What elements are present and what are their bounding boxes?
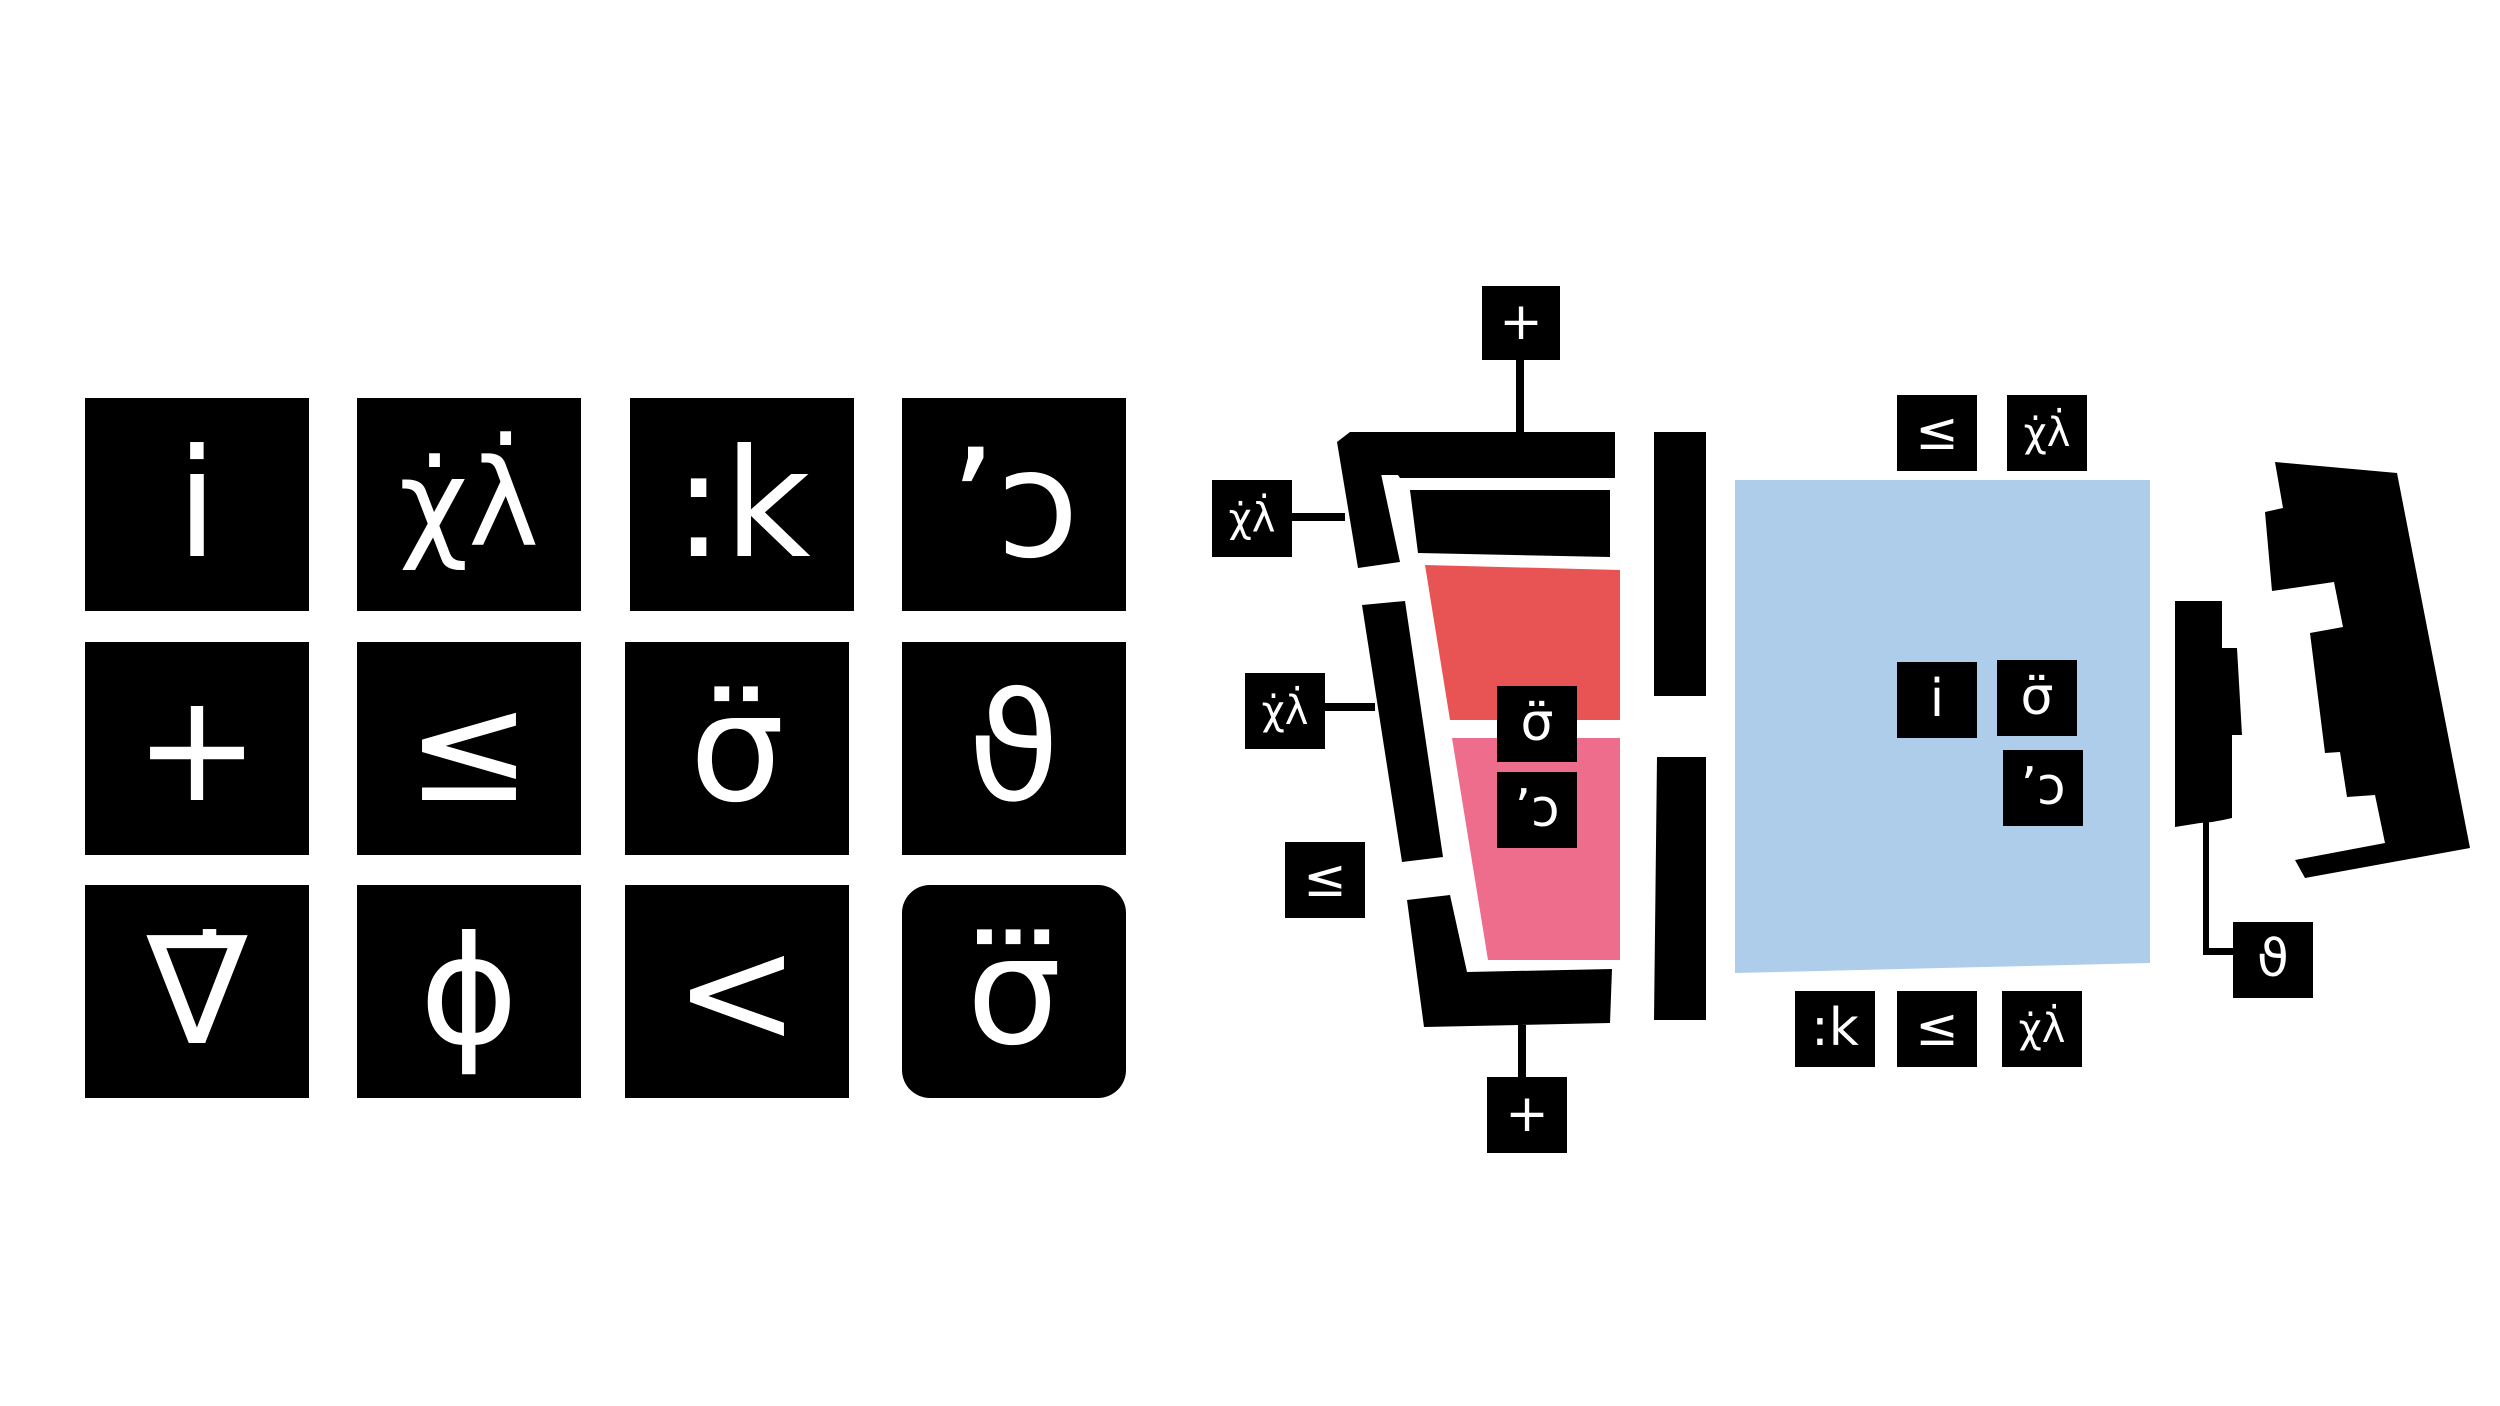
- legend-tile-i: i̇: [85, 398, 309, 611]
- marker-xl-left-lower-badge: [1245, 673, 1325, 749]
- marker-theta-right-glyph: ϑ: [2257, 929, 2289, 989]
- marker-sigma-hall: σ̈: [1997, 660, 2077, 736]
- marker-sigma-hall-glyph: σ̈: [2021, 667, 2054, 727]
- connector-theta: [2203, 822, 2209, 954]
- wall-pillar-top: [1654, 432, 1706, 696]
- legend-tile-sigma-bar: σ⃛: [902, 885, 1126, 1098]
- wall-top-main: [1350, 432, 1615, 478]
- wall-bottom-left: [1407, 895, 1612, 1027]
- marker-le-left-badge: [1285, 842, 1365, 918]
- legend-glyph-theta: ϑ: [967, 661, 1061, 836]
- marker-i-hall-glyph: i̇: [1930, 669, 1944, 729]
- wall-pillar-bottom: [1654, 757, 1706, 1020]
- marker-sigma-red: σ̈: [1497, 686, 1577, 762]
- legend-tile-hook: ʼɔ: [902, 398, 1126, 611]
- marker-k-bottom-glyph: :k: [1811, 998, 1859, 1058]
- marker-hook-pink-badge: [1497, 772, 1577, 848]
- marker-sigma-hall-badge: [1997, 660, 2077, 736]
- marker-i-hall-badge: [1897, 662, 1977, 738]
- legend-glyph-phi: ϕ: [419, 904, 519, 1079]
- connector-xl-lower: [1323, 703, 1375, 711]
- marker-plus-top: +: [1482, 286, 1560, 360]
- legend-glyph-sigma-bar: σ⃛: [966, 904, 1062, 1079]
- legend-glyph-i: i̇: [176, 417, 218, 592]
- legend-glyph-hook: ʼɔ: [948, 417, 1080, 592]
- marker-xl-bottom-badge: [2002, 991, 2082, 1067]
- marker-sigma-red-glyph: σ̈: [1521, 693, 1554, 753]
- marker-le-bottom-glyph: ≤: [1915, 998, 1959, 1058]
- legend-tile-sigma: σ̈: [625, 642, 849, 855]
- wall-right-outer: [2265, 462, 2470, 878]
- marker-xl-left-lower: χ̇λ̇: [1245, 673, 1325, 749]
- marker-hook-pink-glyph: ʼɔ: [1514, 779, 1559, 839]
- wall-bottom-stem: [1518, 1025, 1526, 1077]
- marker-i-hall: i̇: [1897, 662, 1977, 738]
- legend-glyph-k: :k: [673, 417, 811, 592]
- symbol-legend: i̇ χ̇λ̇ :k ʼɔ + ≤ σ̈ ϑ ∇̇ ϕ < σ⃛: [0, 0, 1200, 1406]
- legend-tile-lt: <: [625, 885, 849, 1098]
- marker-xl-left-upper: χ̇λ̇: [1212, 480, 1292, 557]
- marker-xl-bottom-glyph: χ̇λ̇: [2019, 1003, 2066, 1052]
- marker-le-bottom-badge: [1897, 991, 1977, 1067]
- legend-glyph-plus: +: [134, 661, 260, 836]
- marker-plus-top-glyph: +: [1499, 292, 1543, 352]
- marker-k-bottom-badge: [1795, 991, 1875, 1067]
- wall-top-left-corner: [1337, 432, 1400, 568]
- marker-sigma-red-badge: [1497, 686, 1577, 762]
- marker-hook-hall-glyph: ʼɔ: [2020, 757, 2065, 817]
- walls-left-building: [1290, 360, 1706, 1077]
- connector-xl-upper: [1290, 513, 1345, 521]
- pink-room: [1452, 738, 1620, 960]
- marker-theta-right-badge: [2233, 922, 2313, 998]
- marker-xl-left-upper-badge: [1212, 480, 1292, 557]
- marker-plus-bottom: +: [1487, 1077, 1567, 1153]
- plan-markers: + χ̇λ̇ χ̇λ̇ ≤ σ̈ ʼɔ + ≤ χ̇λ̇ i̇ σ̈ ʼɔ :k ≤ χ̇λ̇ ϑ: [1212, 286, 2313, 1153]
- marker-k-bottom: :k: [1795, 991, 1875, 1067]
- connector-theta-foot: [2203, 948, 2233, 955]
- legend-glyph-sigma: σ̈: [689, 661, 785, 836]
- marker-theta-right: ϑ: [2233, 922, 2313, 998]
- marker-xl-bottom: χ̇λ̇: [2002, 991, 2082, 1067]
- marker-plus-bottom-glyph: +: [1505, 1084, 1549, 1144]
- marker-le-top: ≤: [1897, 395, 1977, 471]
- walls-right-building: [2175, 462, 2470, 955]
- legend-tile-plus: +: [85, 642, 309, 855]
- wall-top-inner: [1410, 490, 1610, 557]
- marker-xl-left-lower-glyph: χ̇λ̇: [1262, 685, 1309, 734]
- legend-glyph-le: ≤: [406, 661, 532, 836]
- marker-hook-hall: ʼɔ: [2003, 750, 2083, 826]
- marker-plus-bottom-badge: [1487, 1077, 1567, 1153]
- marker-le-left: ≤: [1285, 842, 1365, 918]
- wall-right-inner: [2175, 601, 2242, 827]
- wall-left-middle: [1362, 601, 1443, 862]
- marker-xl-left-upper-glyph: χ̇λ̇: [1229, 492, 1276, 541]
- marker-plus-top-badge: [1482, 286, 1560, 360]
- legend-tile-theta: ϑ: [902, 642, 1126, 855]
- legend-tile-le: ≤: [357, 642, 581, 855]
- marker-xl-top-glyph: χ̇λ̇: [2024, 407, 2071, 456]
- marker-xl-top: χ̇λ̇: [2007, 395, 2087, 471]
- legend-tile-xl: χ̇λ̇: [357, 398, 581, 611]
- legend-glyph-lt: <: [674, 904, 800, 1079]
- wall-top-stem: [1516, 360, 1524, 432]
- red-room: [1425, 565, 1620, 720]
- legend-tile-k: :k: [630, 398, 854, 611]
- marker-le-top-badge: [1897, 395, 1977, 471]
- marker-le-bottom: ≤: [1897, 991, 1977, 1067]
- legend-tile-nabla: ∇̇: [85, 885, 309, 1098]
- legend-glyph-xl: χ̇λ̇: [398, 434, 540, 574]
- marker-hook-hall-badge: [2003, 750, 2083, 826]
- legend-tile-phi: ϕ: [357, 885, 581, 1098]
- marker-xl-top-badge: [2007, 395, 2087, 471]
- marker-le-left-glyph: ≤: [1303, 849, 1347, 909]
- marker-hook-pink: ʼɔ: [1497, 772, 1577, 848]
- legend-glyph-nabla: ∇̇: [146, 904, 248, 1079]
- marker-le-top-glyph: ≤: [1915, 402, 1959, 462]
